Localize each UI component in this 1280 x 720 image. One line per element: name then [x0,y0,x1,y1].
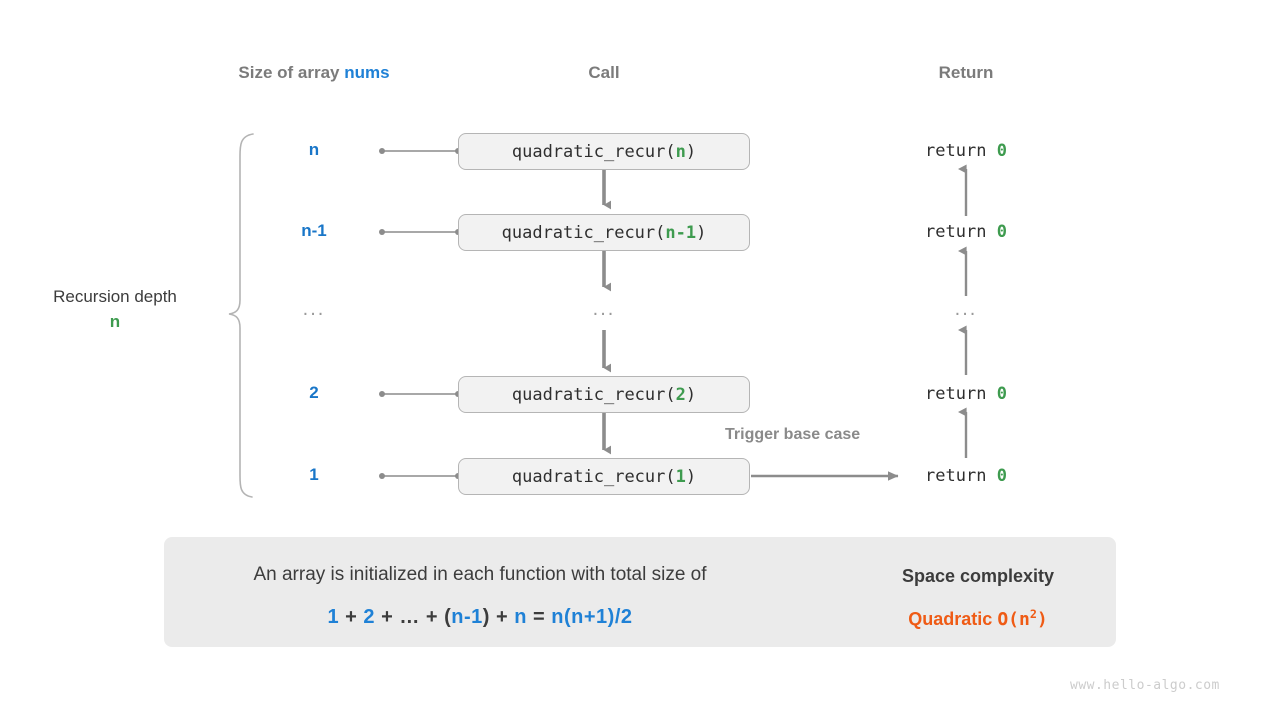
call-box-arg-1: n-1 [665,222,697,243]
call-box-name-3: quadratic_recur( [511,384,676,405]
recursion-depth-brace [228,133,254,498]
return-keyword-0: return [925,141,997,161]
return-keyword-4: return [925,466,997,486]
call-box-arg-0: n [675,141,686,162]
formula-part-9: + [489,606,515,628]
return-value-1: 0 [996,222,1007,242]
complexity-notation: O(n2) [997,607,1048,630]
space-complexity-value: Quadratic O(n2) [878,607,1078,630]
return-label-row-4: return 0 [876,466,1056,486]
trigger-base-case-note: Trigger base case [725,426,861,443]
call-box-suffix-3: ) [685,384,697,405]
formula-part-0: 1 [327,606,340,628]
summary-formula: 1 + 2 + … + (n-1) + n = n(n+1)/2 [180,606,780,629]
formula-part-10: n [514,606,527,628]
call-box-name-0: quadratic_recur( [511,141,676,162]
complexity-exponent: 2 [1029,607,1037,621]
call-box-suffix-1: ) [696,222,707,243]
return-label-row-3: return 0 [876,384,1056,404]
call-box-row-4[interactable]: quadratic_recur(1) [458,458,750,495]
return-value-4: 0 [996,466,1007,486]
size-label-row-4: 1 [309,465,319,484]
call-box-row-1[interactable]: quadratic_recur(n-1) [458,214,750,251]
watermark: www.hello-algo.com [1070,678,1220,693]
formula-part-11: = [526,606,552,628]
recursion-depth-text: Recursion depth [53,287,177,306]
return-value-0: 0 [996,141,1007,161]
call-box-name-4: quadratic_recur( [511,466,676,487]
size-label-row-0: n [308,140,320,159]
return-keyword-1: return [925,222,997,242]
summary-description: An array is initialized in each function… [253,564,707,585]
call-box-suffix-4: ) [685,466,697,487]
complexity-notation-close: ) [1036,609,1048,630]
formula-part-6: ( [444,606,452,628]
size-label-row-2: ... [302,298,326,320]
recursion-depth-label: Recursion depth n [14,285,216,334]
formula-part-2: 2 [363,606,376,628]
formula-part-3: + [375,606,400,628]
call-box-row-0[interactable]: quadratic_recur(n) [458,133,750,170]
recursion-depth-value: n [109,311,121,331]
formula-part-1: + [339,606,364,628]
call-box-suffix-0: ) [685,141,697,162]
return-label-row-0: return 0 [876,141,1056,161]
column-header-size-var: nums [344,63,390,82]
return-value-3: 0 [996,384,1007,404]
size-connector-lines [383,150,457,477]
column-header-call: Call [588,63,620,82]
complexity-notation-open: O(n [997,609,1030,630]
formula-part-5: + [419,606,445,628]
space-complexity-title: Space complexity [901,566,1055,586]
size-label-row-1: n-1 [301,221,327,240]
column-header-return: Return [938,63,994,82]
complexity-name: Quadratic [908,609,993,629]
call-box-arg-4: 1 [675,466,686,487]
formula-part-12: n(n+1)/2 [551,606,633,628]
call-box-row-3[interactable]: quadratic_recur(2) [458,376,750,413]
return-ellipsis-row-2: ... [954,298,978,320]
column-header-size-prefix: Size of array [238,63,345,82]
formula-part-4: … [399,606,420,628]
call-box-arg-3: 2 [675,384,686,405]
size-label-row-3: 2 [309,383,319,402]
call-ellipsis-row-2: ... [592,298,616,320]
formula-part-8: ) [482,606,490,628]
column-header-size: Size of array nums [214,63,414,83]
return-label-row-1: return 0 [876,222,1056,242]
call-box-name-1: quadratic_recur( [501,222,666,243]
formula-part-7: n-1 [451,606,483,628]
summary-panel [164,537,1116,647]
size-connector-dots [379,148,461,479]
return-keyword-3: return [925,384,997,404]
